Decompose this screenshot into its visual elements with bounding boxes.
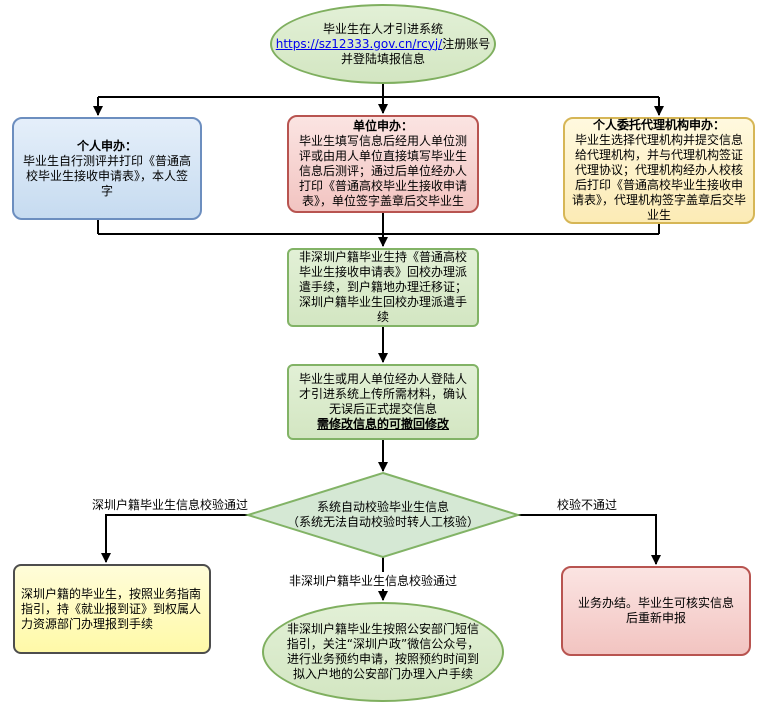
fail-outcome-body: 业务办结。毕业生可核实信息后重新申报 [577,596,734,625]
dispatch-box: 非深圳户籍毕业生持《普通高校毕业生接收申请表》回校办理派遣手续，到户籍地办理迁移… [287,248,479,327]
edge-label-sz-pass: 深圳户籍毕业生信息校验通过 [92,496,249,513]
decision-line1: 系统自动校验毕业生信息 [316,500,449,514]
registration-link[interactable]: https://sz12333.gov.cn/rcyj/ [275,36,443,51]
personal-application-title: 个人申办： [76,138,137,153]
agency-application-title: 个人委托代理机构申办： [592,118,725,132]
nonsz-outcome-body: 非深圳户籍毕业生按照公安部门短信指引，关注“深圳户政”微信公众号，进行业务预约申… [286,622,480,681]
nonsz-outcome-ellipse: 非深圳户籍毕业生按照公安部门短信指引，关注“深圳户政”微信公众号，进行业务预约申… [262,602,504,702]
unit-application-body: 毕业生填写信息后经用人单位测评或由用人单位直接填写毕业生信息后测评；通过后单位经… [298,134,467,208]
upload-box: 毕业生或用人单位经办人登陆人才引进系统上传所需材料，确认无误后正式提交信息 需修… [287,364,479,440]
start-line2-suffix: 注册账号 [442,36,491,51]
upload-note: 需修改信息的可撤回修改 [316,417,449,431]
edge-label-fail: 校验不通过 [557,496,618,513]
edge-label-nonsz-pass: 非深圳户籍毕业生信息校验通过 [289,572,458,589]
start-line3: 并登陆填报信息 [340,51,425,66]
edge-check-sz [101,514,248,563]
decision-text: 系统自动校验毕业生信息 （系统无法自动校验时转人工核验） [268,496,498,534]
sz-outcome-body: 深圳户籍的毕业生，按照业务指南指引，持《就业报到证》到权属人力资源部门办理报到手… [21,586,202,631]
unit-application-box: 单位申办： 毕业生填写信息后经用人单位测评或由用人单位直接填写毕业生信息后测评；… [287,115,479,213]
edge-check-fail [518,514,661,565]
decision-line2: （系统无法自动校验时转人工核验） [286,515,479,529]
start-ellipse: 毕业生在人才引进系统 https://sz12333.gov.cn/rcyj/注… [270,4,496,84]
decision-diamond-shape [244,471,522,559]
dispatch-body: 非深圳户籍毕业生持《普通高校毕业生接收申请表》回校办理派遣手续，到户籍地办理迁移… [298,250,467,324]
upload-body: 毕业生或用人单位经办人登陆人才引进系统上传所需材料，确认无误后正式提交信息 [298,372,467,416]
unit-application-title: 单位申办： [352,119,413,133]
sz-outcome-box: 深圳户籍的毕业生，按照业务指南指引，持《就业报到证》到权属人力资源部门办理报到手… [13,564,211,654]
personal-application-box: 个人申办： 毕业生自行测评并打印《普通高校毕业生接收申请表》，本人签字 [12,117,202,220]
agency-application-box: 个人委托代理机构申办： 毕业生选择代理机构并提交信息给代理机构，并与代理机构签证… [563,117,755,224]
start-line1: 毕业生在人才引进系统 [322,21,443,36]
agency-application-body: 毕业生选择代理机构并提交信息给代理机构，并与代理机构签证代理协议；代理机构经办人… [571,133,746,222]
fail-outcome-box: 业务办结。毕业生可核实信息后重新申报 [561,566,751,656]
personal-application-body: 毕业生自行测评并打印《普通高校毕业生接收申请表》，本人签字 [22,153,191,198]
